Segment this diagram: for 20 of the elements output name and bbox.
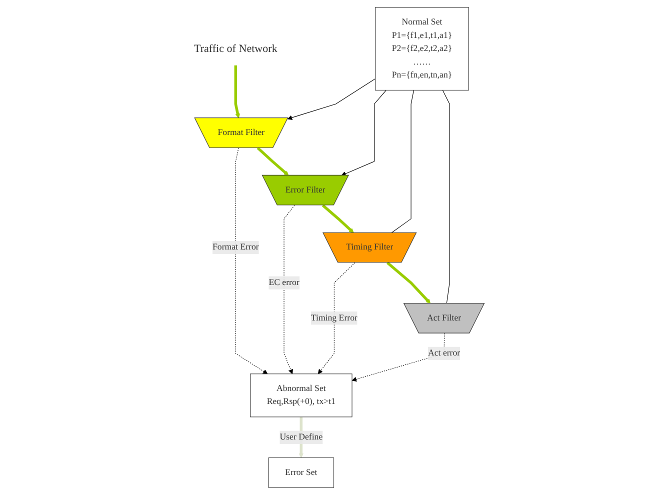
- connector: [390, 90, 414, 234]
- arrow: [256, 146, 288, 176]
- edge-label: EC error: [268, 278, 299, 288]
- edge-label: Format Error: [212, 242, 258, 252]
- arrow: [322, 204, 354, 234]
- arrow: [283, 205, 294, 374]
- arrow: [386, 262, 430, 304]
- arrow: [318, 262, 355, 374]
- connector: [442, 90, 450, 304]
- node-box: Abnormal Set Req,Rsp(+0), tx>t1: [250, 374, 352, 418]
- edge-label: User Define: [279, 432, 322, 442]
- edge-label: Timing Error: [310, 313, 358, 323]
- edge-label: Act error: [428, 348, 460, 358]
- node-text: Traffic of Network: [194, 42, 278, 55]
- arrow: [340, 90, 386, 176]
- arrow: [287, 78, 376, 120]
- arrow: [234, 65, 240, 118]
- node-box: Error Set: [268, 458, 334, 488]
- arrow: [235, 148, 268, 374]
- node-box: Normal Set P1={f1,e1,t1,a1} P2={f2,e2,t2,a2} …… Pn={fn,en,tn,an}: [374, 7, 469, 90]
